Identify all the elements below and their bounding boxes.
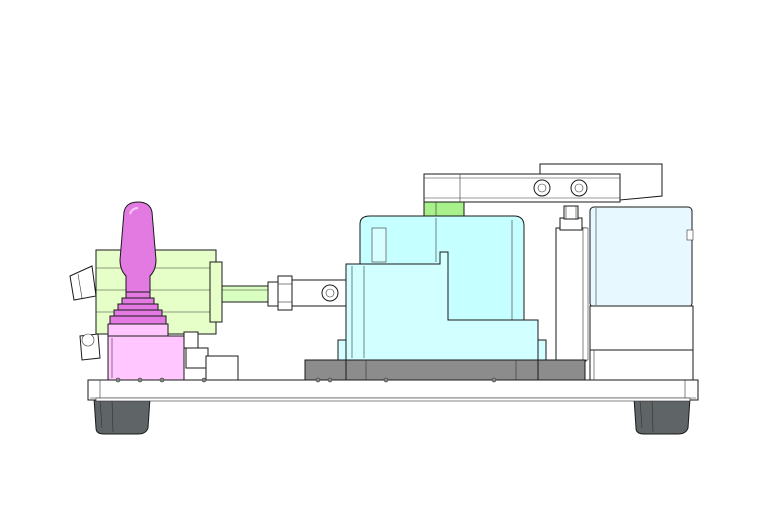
foot-left — [93, 397, 151, 435]
valve-handle — [107, 201, 169, 337]
fitting-icon — [185, 347, 209, 369]
clamp-arm — [423, 163, 663, 217]
hex-nut-icon — [277, 275, 293, 311]
manifold-block — [107, 335, 207, 383]
fitting-icon — [69, 265, 97, 301]
piston-rod — [215, 275, 347, 311]
clamp-cylinder — [589, 206, 694, 381]
clamp-housing — [304, 215, 586, 383]
foot-right — [633, 397, 691, 435]
guide-post — [555, 205, 589, 362]
green-pad — [423, 201, 465, 217]
base-plate — [87, 379, 699, 402]
air-fittings — [69, 265, 239, 381]
